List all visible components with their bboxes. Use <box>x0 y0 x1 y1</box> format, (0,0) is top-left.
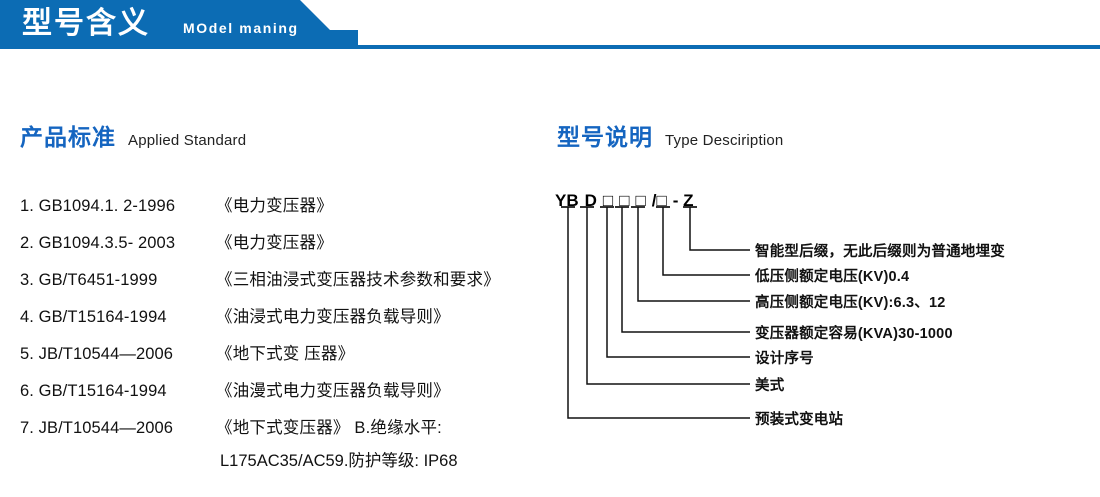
section-heading-standard-english: Applied Standard <box>128 132 247 149</box>
standard-row: 5. JB/T10544—2006 《地下式变 压器》 <box>20 340 550 377</box>
standard-row: 4. GB/T15164-1994 《油浸式电力变压器负载导则》 <box>20 303 550 340</box>
annotation-labels: 智能型后缀，无此后缀则为普通地埋变低压侧额定电压(KV)0.4 高压侧额定电压(K… <box>545 185 1095 445</box>
type-code-segment: □ <box>619 191 630 210</box>
type-designation-diagram: YB D □ □ □ /□ - Z 智能型后缀，无此后缀则为普通地埋变低压侧额定… <box>545 185 1095 445</box>
leader-line <box>689 207 750 251</box>
type-code-segment: D <box>584 191 597 210</box>
standards-list: 1. GB1094.1. 2-1996《电力变压器》2. GB1094.3.5-… <box>20 192 550 451</box>
banner-shape <box>0 0 358 46</box>
leader-line <box>567 207 750 419</box>
banner-title-chinese: 型号含义 <box>22 7 150 40</box>
type-code-segment: □ <box>635 191 646 210</box>
standard-row: 6. GB/T15164-1994 《油漫式电力变压器负载导则》 <box>20 377 550 414</box>
section-heading-standard-chinese: 产品标准 <box>20 124 116 150</box>
section-heading-type-chinese: 型号说明 <box>557 124 653 150</box>
standard-title: 《三相油浸式变压器技术参数和要求》 <box>216 271 500 289</box>
leader-line <box>621 207 750 333</box>
standard-code: 6. GB/T15164-1994 <box>20 382 167 400</box>
leader-line <box>606 207 750 358</box>
standard-code: 1. GB1094.1. 2-1996 <box>20 197 176 215</box>
type-code-string: YB D □ □ □ /□ - Z <box>555 191 694 211</box>
section-heading-type-english: Type Desciription <box>665 132 784 149</box>
annotation-label: 高压侧额定电压(KV):6.3、12 <box>755 295 946 311</box>
standard-row: 2. GB1094.3.5- 2003 《电力变压器》 <box>20 229 550 266</box>
standard-title: 《油浸式电力变压器负载导则》 <box>216 308 450 326</box>
annotation-label: 预装式变电站 <box>755 412 844 428</box>
standards-continuation-line: L175AC35/AC59.防护等级: IP68 <box>220 452 458 470</box>
annotation-label: 智能型后缀，无此后缀则为普通地埋变 <box>755 244 1005 260</box>
standard-title: 《地下式变压器》 B.绝缘水平: <box>216 419 442 437</box>
type-code-segment: YB <box>555 191 579 210</box>
banner-title-english: MOdel maning <box>183 20 299 36</box>
leader-line <box>637 207 750 302</box>
standard-title: 《电力变压器》 <box>216 234 333 252</box>
standard-code: 4. GB/T15164-1994 <box>20 308 167 326</box>
standard-code: 5. JB/T10544—2006 <box>20 345 174 363</box>
standard-title: 《电力变压器》 <box>216 197 333 215</box>
standard-title: 《地下式变 压器》 <box>216 345 355 363</box>
section-heading-type-description: 型号说明 Type Desciription <box>557 118 783 152</box>
leader-line <box>662 207 750 276</box>
standard-title: 《油漫式电力变压器负载导则》 <box>216 382 450 400</box>
standard-code: 7. JB/T10544—2006 <box>20 419 174 437</box>
page-header-banner: 型号含义 MOdel maning <box>0 0 1100 50</box>
annotation-label: 设计序号 <box>755 351 814 367</box>
section-heading-applied-standard: 产品标准 Applied Standard <box>20 118 246 152</box>
type-code-segment: - Z <box>672 191 694 210</box>
leader-line <box>586 207 750 385</box>
leader-lines <box>561 206 750 419</box>
standard-row: 3. GB/T6451-1999 《三相油浸式变压器技术参数和要求》 <box>20 266 550 303</box>
type-code-segment: □ <box>602 191 614 210</box>
type-code-segment: /□ <box>651 191 667 210</box>
annotation-label: 低压侧额定电压(KV)0.4 <box>755 269 910 285</box>
standard-code: 2. GB1094.3.5- 2003 <box>20 234 176 252</box>
standard-row: 7. JB/T10544—2006 《地下式变压器》 B.绝缘水平: <box>20 414 550 451</box>
standard-row: 1. GB1094.1. 2-1996 《电力变压器》 <box>20 192 550 229</box>
annotation-label: 美式 <box>755 378 785 394</box>
banner-underline-rule <box>0 45 1100 49</box>
annotation-label: 变压器额定容易(KVA)30-1000 <box>755 326 953 342</box>
standard-code: 3. GB/T6451-1999 <box>20 271 158 289</box>
